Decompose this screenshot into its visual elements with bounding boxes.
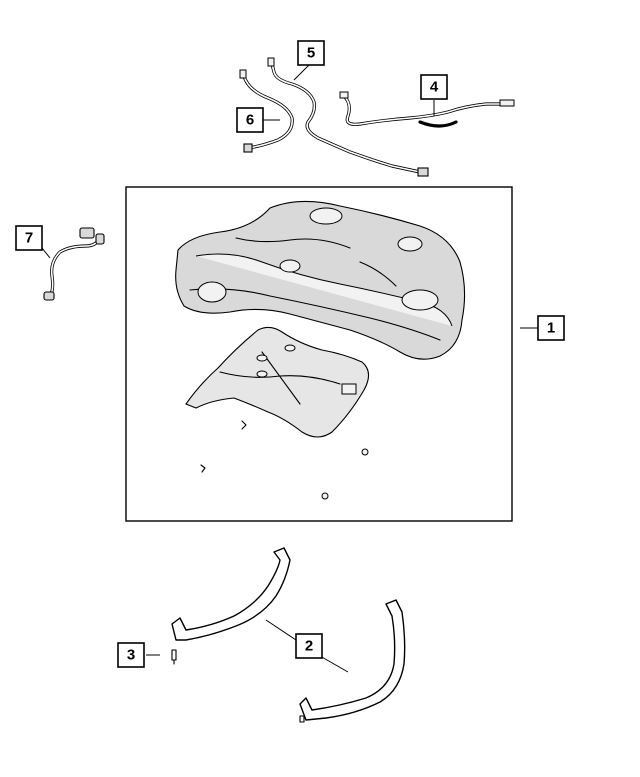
tank-straps-illustration xyxy=(171,547,406,721)
callout-label: 3 xyxy=(127,647,135,664)
bolt-illustration xyxy=(171,649,177,665)
callout-5: 5 xyxy=(297,40,325,66)
leader-7 xyxy=(41,247,51,259)
callout-label: 4 xyxy=(430,79,439,96)
callout-label: 6 xyxy=(246,112,254,129)
callout-7: 7 xyxy=(15,225,43,251)
callout-1: 1 xyxy=(537,315,565,341)
callout-label: 5 xyxy=(307,45,315,62)
leader-2-a xyxy=(265,619,297,641)
fasteners-illustration xyxy=(200,420,369,500)
wiring-harness-illustration xyxy=(43,227,105,301)
callout-label: 1 xyxy=(547,320,555,337)
fuel-tank-illustration xyxy=(175,200,466,360)
callout-label: 7 xyxy=(25,230,33,247)
callout-3: 3 xyxy=(117,642,145,668)
leader-2-b xyxy=(319,655,349,673)
leader-5 xyxy=(293,63,311,81)
strap-bolt-icon xyxy=(299,715,305,723)
fuel-lines-illustration xyxy=(239,57,515,177)
callout-6: 6 xyxy=(236,107,264,133)
callout-label: 2 xyxy=(305,638,313,655)
callout-2: 2 xyxy=(295,633,323,659)
callout-4: 4 xyxy=(420,74,448,100)
tank-assembly-frame xyxy=(125,186,513,522)
heat-shield-illustration xyxy=(185,326,370,438)
